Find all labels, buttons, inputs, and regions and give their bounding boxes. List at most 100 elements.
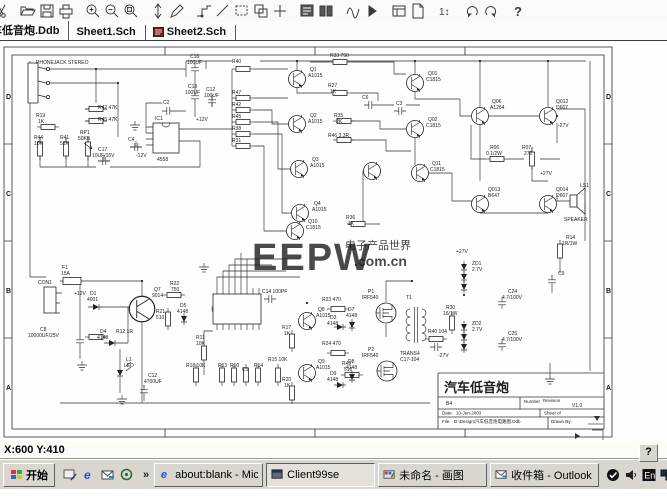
svg-text:A1015: A1015 [316, 313, 331, 319]
tab-sheet2-sch[interactable]: Sheet2.Sch [146, 25, 237, 40]
svg-text:R36: R36 [346, 215, 355, 221]
svg-text:750: 750 [171, 287, 180, 293]
taskbar-button-outlook[interactable]: 收件箱 - Outlook Ex... [490, 462, 600, 487]
svg-text:C1: C1 [242, 367, 249, 373]
svg-text:+12V: +12V [74, 291, 86, 297]
overflow-chevron[interactable]: » [143, 468, 150, 481]
run-icon[interactable] [362, 2, 381, 20]
help-icon[interactable]: ? [508, 2, 527, 20]
svg-text:1K: 1K [38, 119, 45, 125]
network-tray-icon[interactable] [660, 468, 667, 482]
move-updown-icon[interactable] [148, 2, 167, 20]
svg-text:+27V: +27V [540, 171, 552, 177]
svg-text:R40: R40 [232, 59, 241, 65]
svg-text:P2: P2 [368, 347, 374, 353]
redo-icon[interactable] [481, 2, 500, 20]
taskbar-button-label: 收件箱 - Outlook Ex... [511, 469, 594, 482]
zoom-in-icon[interactable] [83, 2, 102, 20]
svg-text:A1015: A1015 [316, 365, 331, 371]
svg-text:L1: L1 [126, 357, 132, 363]
antivirus-tray-icon[interactable] [606, 468, 620, 482]
taskbar-button-protel[interactable]: Client99se [266, 462, 376, 487]
scroll-corner[interactable] [575, 416, 604, 440]
svg-text:C17-104: C17-104 [400, 357, 419, 363]
save-icon[interactable] [37, 2, 56, 20]
con1-connector [43, 286, 57, 314]
zoom-area-icon[interactable] [121, 2, 140, 20]
sheet-file-icon[interactable] [408, 2, 427, 20]
sheet-doc-icon [152, 27, 164, 37]
svg-text:R21: R21 [156, 309, 165, 315]
line-icon[interactable] [213, 2, 232, 20]
windows-logo-icon [11, 470, 22, 479]
lang-en-tray-icon[interactable]: En [642, 468, 656, 482]
svg-text:T1: T1 [406, 295, 412, 301]
show-desktop-icon[interactable] [62, 467, 77, 482]
svg-text:TRANS4: TRANS4 [400, 351, 420, 357]
probe-icon[interactable] [343, 2, 362, 20]
svg-text:.com.cn: .com.cn [354, 253, 407, 269]
svg-text:510: 510 [344, 367, 353, 373]
quick-launch: e [58, 467, 138, 482]
cursor-coordinates: X:600 Y:410 [4, 444, 65, 456]
svg-text:R12 1R: R12 1R [116, 329, 133, 335]
protel-icon [271, 468, 284, 481]
svg-text:-27V: -27V [558, 123, 569, 129]
pencil-icon[interactable] [167, 2, 186, 20]
tab--ddb[interactable]: 汽车低音炮.Ddb [0, 21, 70, 40]
svg-text:R19: R19 [36, 113, 45, 119]
duplicate-icon[interactable] [251, 2, 270, 20]
help-button[interactable]: ? [639, 444, 658, 462]
svg-text:B: B [606, 288, 611, 295]
volume-tray-icon[interactable] [624, 468, 638, 482]
selection-box-icon[interactable] [232, 2, 251, 20]
svg-text:D667: D667 [556, 105, 568, 111]
fuse-f1 [62, 277, 82, 285]
svg-text:Q8: Q8 [318, 307, 325, 313]
svg-text:R38: R38 [232, 126, 241, 132]
svg-text:100UF: 100UF [204, 93, 219, 99]
svg-text:0.1/2W: 0.1/2W [486, 151, 502, 157]
svg-text:C1815: C1815 [306, 225, 321, 231]
transformer-t1 [405, 307, 427, 343]
svg-text:Q10: Q10 [308, 219, 318, 225]
tab-label: 汽车低音炮.Ddb [0, 25, 60, 37]
svg-text:C9: C9 [558, 271, 565, 277]
netlist-icon[interactable] [297, 2, 316, 20]
wire-icon[interactable] [194, 2, 213, 20]
svg-text:A1015: A1015 [312, 207, 327, 213]
svg-text:C25: C25 [508, 331, 517, 337]
media-icon[interactable] [119, 467, 134, 482]
outlook-icon[interactable] [100, 467, 115, 482]
ie-icon[interactable]: e [81, 467, 96, 482]
tab-sheet1-sch[interactable]: Sheet1.Sch [69, 25, 146, 40]
print-icon[interactable] [56, 2, 75, 20]
svg-text:RP1: RP1 [80, 130, 90, 136]
wires [29, 59, 591, 404]
svg-text:D7: D7 [348, 307, 355, 313]
status-bar: X:600 Y:410 [0, 441, 667, 459]
document-tabbar: 汽车低音炮.Ddb Sheet1.Sch Sheet2.Sch [0, 21, 667, 41]
svg-text:Q9: Q9 [318, 359, 325, 365]
cut-icon[interactable] [0, 2, 10, 20]
open-icon[interactable] [18, 2, 37, 20]
cross-icon[interactable] [270, 2, 289, 20]
step-icon[interactable]: 1↕ [435, 2, 454, 20]
tab-label: Sheet1.Sch [76, 26, 136, 38]
svg-text:B4: B4 [446, 401, 452, 407]
svg-text:Q2: Q2 [310, 113, 317, 119]
sheet-symbol-icon[interactable] [389, 2, 408, 20]
taskbar-button-paint[interactable]: 未命名 - 画图 [378, 462, 488, 487]
svg-text:En: En [644, 470, 655, 480]
svg-text:B647: B647 [488, 193, 500, 199]
svg-text:R40 104: R40 104 [428, 329, 447, 335]
svg-text:D: D [6, 94, 11, 101]
start-button[interactable]: 开始 [3, 462, 55, 487]
library-icon[interactable] [316, 2, 335, 20]
undo-icon[interactable] [462, 2, 481, 20]
svg-text:R15 10K: R15 10K [268, 357, 288, 363]
svg-text:D9: D9 [330, 371, 337, 377]
zoom-out-icon[interactable] [102, 2, 121, 20]
